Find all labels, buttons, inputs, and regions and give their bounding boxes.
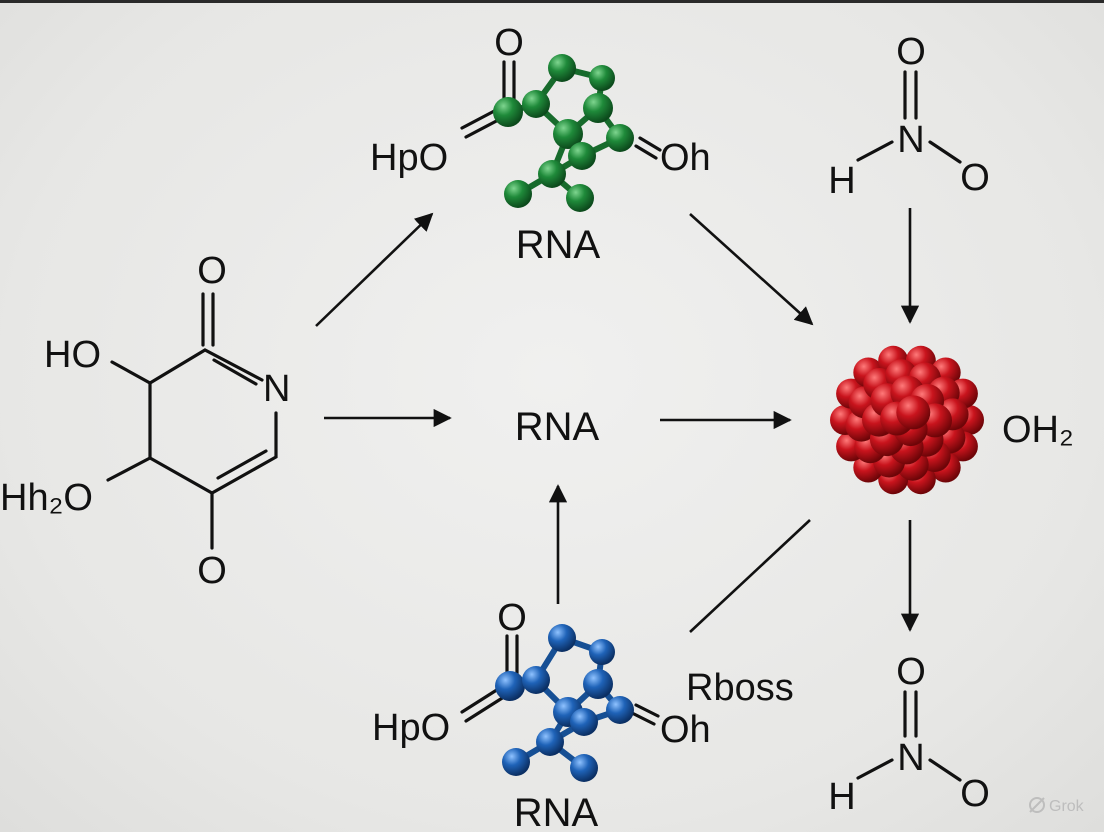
blue-oh-label: Oh	[660, 709, 711, 751]
nitrite-top: O N H O	[828, 31, 990, 202]
atom	[553, 119, 583, 149]
atom	[522, 666, 550, 694]
grok-icon	[1029, 797, 1045, 813]
atom	[502, 748, 530, 776]
watermark-text: Grok	[1049, 798, 1085, 815]
atom	[522, 90, 550, 118]
atom	[495, 671, 525, 701]
atom	[493, 97, 523, 127]
bond	[928, 758, 962, 782]
watermark: Grok	[1029, 797, 1085, 815]
bond	[928, 140, 962, 164]
bond	[638, 136, 662, 152]
arrow-green-to-cluster	[689, 213, 814, 326]
arrows	[315, 208, 920, 633]
bond	[212, 358, 258, 386]
ring-ho-label: HO	[44, 334, 101, 376]
green-rna-label: RNA	[516, 223, 601, 267]
arrow-ring-to-green	[315, 212, 434, 327]
blue-atoms	[495, 624, 634, 782]
green-hpo-label: HpO	[370, 137, 448, 179]
nitrite-bottom-o2-label: O	[960, 773, 990, 815]
atom	[548, 54, 576, 82]
atom	[538, 160, 566, 188]
ring-molecule: O HO N Hh₂O O	[0, 250, 290, 592]
nitrite-bottom-o1-label: O	[896, 651, 926, 693]
blue-hpo-label: HpO	[372, 707, 450, 749]
ring-bottom-o-label: O	[197, 550, 227, 592]
atom	[606, 696, 634, 724]
atom	[570, 754, 598, 782]
line-cluster-to-blue	[689, 519, 811, 633]
atom	[548, 624, 576, 652]
green-top-o-label: O	[494, 22, 524, 64]
bond	[216, 449, 268, 480]
ring-top-o-label: O	[197, 250, 227, 292]
nitrite-bottom-n-label: N	[897, 737, 924, 779]
green-molecule: O HpO Oh RNA	[370, 22, 711, 267]
nitrite-top-h-label: H	[828, 160, 855, 202]
blue-top-o-label: O	[497, 597, 527, 639]
bond	[106, 456, 152, 482]
atom	[504, 180, 532, 208]
nitrite-bottom: O N H O	[828, 651, 990, 818]
bond	[464, 693, 509, 723]
bond	[856, 140, 894, 162]
nitrite-top-o1-label: O	[896, 31, 926, 73]
atom	[568, 142, 596, 170]
top-border	[0, 0, 1104, 3]
red-sphere-cluster	[830, 345, 984, 495]
atom	[589, 65, 615, 91]
ring-bonds-top	[110, 348, 264, 385]
bond	[630, 711, 656, 726]
red-cluster-oh2-label: OH₂	[1002, 409, 1074, 451]
bond	[856, 758, 894, 780]
bond	[634, 144, 658, 160]
atom	[589, 639, 615, 665]
red-sphere	[896, 395, 931, 430]
rboss-label: Rboss	[686, 667, 794, 709]
green-oh-label: Oh	[660, 137, 711, 179]
ring-n-label: N	[263, 368, 290, 410]
blue-molecule: O HpO Oh RNA Rboss	[372, 597, 794, 832]
nitrite-top-o2-label: O	[960, 157, 990, 199]
atom	[570, 708, 598, 736]
nitrite-bottom-h-label: H	[828, 776, 855, 818]
atom	[566, 184, 594, 212]
atom	[583, 93, 613, 123]
bond	[634, 703, 660, 718]
nitrite-top-n-label: N	[897, 119, 924, 161]
green-atoms	[493, 54, 634, 212]
ring-hh2o-label: Hh₂O	[0, 477, 93, 519]
atom	[583, 669, 613, 699]
atom	[536, 728, 564, 756]
ring-bonds-bottom	[148, 381, 278, 495]
blue-rna-label: RNA	[514, 791, 599, 832]
atom	[606, 124, 634, 152]
center-rna-label: RNA	[515, 405, 600, 449]
